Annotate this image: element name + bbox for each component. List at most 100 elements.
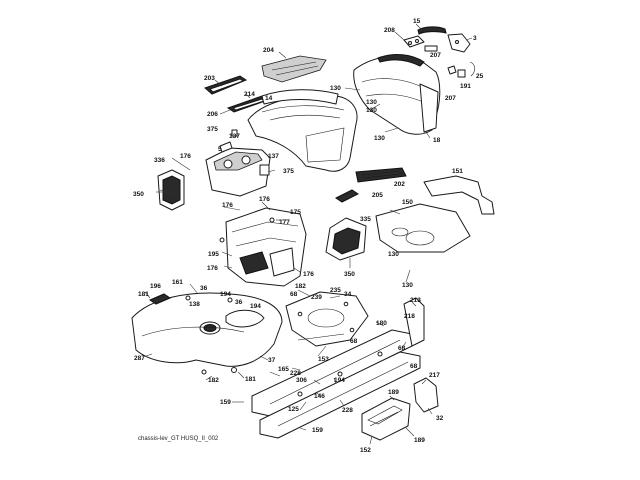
- callout: 235: [330, 287, 341, 294]
- part-frame-rail-180: [251, 297, 425, 439]
- callout: 350: [133, 191, 144, 198]
- callout: 196: [150, 283, 161, 290]
- callout: 34: [344, 291, 352, 298]
- part-battery-cover-336: [157, 169, 185, 211]
- callout: 336: [154, 157, 165, 164]
- callout: 32: [436, 415, 444, 422]
- part-dash-console-5: [205, 129, 271, 197]
- callout: 375: [283, 168, 294, 175]
- part-grille-203: [204, 75, 248, 95]
- callout: 130: [366, 107, 377, 114]
- part-latch-207: [424, 45, 475, 78]
- callout: 36: [235, 299, 243, 306]
- callout: 207: [430, 52, 441, 59]
- callout: 37: [268, 357, 276, 364]
- callout: 177: [279, 219, 290, 226]
- callout: 125: [288, 406, 299, 413]
- callout: 14: [265, 95, 273, 102]
- callout: 205: [372, 192, 383, 199]
- callout: 228: [290, 370, 301, 377]
- callout: 3: [473, 35, 477, 42]
- callout: 202: [394, 181, 405, 188]
- callout: 130: [366, 99, 377, 106]
- callout: 176: [259, 196, 270, 203]
- callout: 194: [334, 377, 345, 384]
- callout: 189: [388, 389, 399, 396]
- callout: 203: [204, 75, 215, 82]
- callout: 176: [180, 153, 191, 160]
- callout: 68: [290, 291, 298, 298]
- callout: 217: [429, 372, 440, 379]
- callout: 375: [207, 126, 218, 133]
- part-hinge-plate-3: [447, 33, 471, 53]
- callout: 194: [250, 303, 261, 310]
- callout: 146: [314, 393, 325, 400]
- callout: 137: [268, 153, 279, 160]
- callout: 130: [330, 85, 341, 92]
- callout: 159: [312, 427, 323, 434]
- callout: 182: [295, 283, 306, 290]
- callout: 15: [413, 18, 421, 25]
- callout: 68: [398, 345, 406, 352]
- callout: 159: [220, 399, 231, 406]
- part-fender-287: [131, 292, 283, 375]
- callout: 180: [376, 320, 387, 327]
- callout: 214: [244, 91, 255, 98]
- part-step-plate-152: [361, 397, 411, 441]
- callout: 137: [229, 133, 240, 140]
- part-front-grille-335: [325, 217, 367, 261]
- callout: 194: [220, 291, 231, 298]
- callout: 176: [222, 202, 233, 209]
- callout: 130: [388, 251, 399, 258]
- callout: 195: [208, 251, 219, 258]
- callout: 208: [384, 27, 395, 34]
- part-air-grille-202: [355, 167, 407, 183]
- callout: 36: [200, 285, 208, 292]
- callout: 228: [342, 407, 353, 414]
- callout: 68: [350, 338, 358, 345]
- callout: 152: [360, 447, 371, 454]
- callout: 18: [433, 137, 441, 144]
- part-side-shroud-18: [353, 54, 441, 135]
- part-footrest-bracket-151: [423, 175, 495, 215]
- callout: 5: [218, 146, 222, 153]
- callout: 218: [404, 313, 415, 320]
- callout: 176: [207, 265, 218, 272]
- callout: 161: [172, 279, 183, 286]
- callout: 191: [460, 83, 471, 90]
- part-hood-14: [247, 89, 358, 172]
- callout-labels: 15 208 3 207 191 25 207 204 203 214 14 2…: [133, 18, 484, 454]
- callout: 181: [138, 291, 149, 298]
- part-front-frame-176: [219, 207, 307, 287]
- callout: 151: [452, 168, 463, 175]
- callout: 130: [402, 282, 413, 289]
- drawing-reference-caption: chassis-lev_GT HUSQ_II_002: [138, 436, 219, 442]
- part-bracket-205: [335, 189, 359, 203]
- callout: 175: [290, 209, 301, 216]
- callout: 176: [303, 271, 314, 278]
- callout: 204: [263, 47, 274, 54]
- callout: 239: [311, 294, 322, 301]
- callout: 350: [344, 271, 355, 278]
- callout: 150: [402, 199, 413, 206]
- callout: 153: [318, 356, 329, 363]
- leader-lines: [144, 23, 473, 445]
- callout: 138: [189, 301, 200, 308]
- callout: 287: [134, 355, 145, 362]
- part-seat-pan-68: [285, 291, 369, 347]
- callout: 25: [476, 73, 484, 80]
- part-floor-plate-150: [375, 203, 471, 253]
- callout: 182: [208, 377, 219, 384]
- callout: 130: [374, 135, 385, 142]
- callout: 189: [414, 437, 425, 444]
- callout: 213: [410, 297, 421, 304]
- callout: 165: [278, 366, 289, 373]
- part-bracket-217: [413, 377, 439, 413]
- callout: 181: [245, 376, 256, 383]
- part-hood-bracket-15: [403, 26, 447, 48]
- callout: 335: [360, 216, 371, 223]
- callout: 206: [207, 111, 218, 118]
- callout: 207: [445, 95, 456, 102]
- callout: 306: [296, 377, 307, 384]
